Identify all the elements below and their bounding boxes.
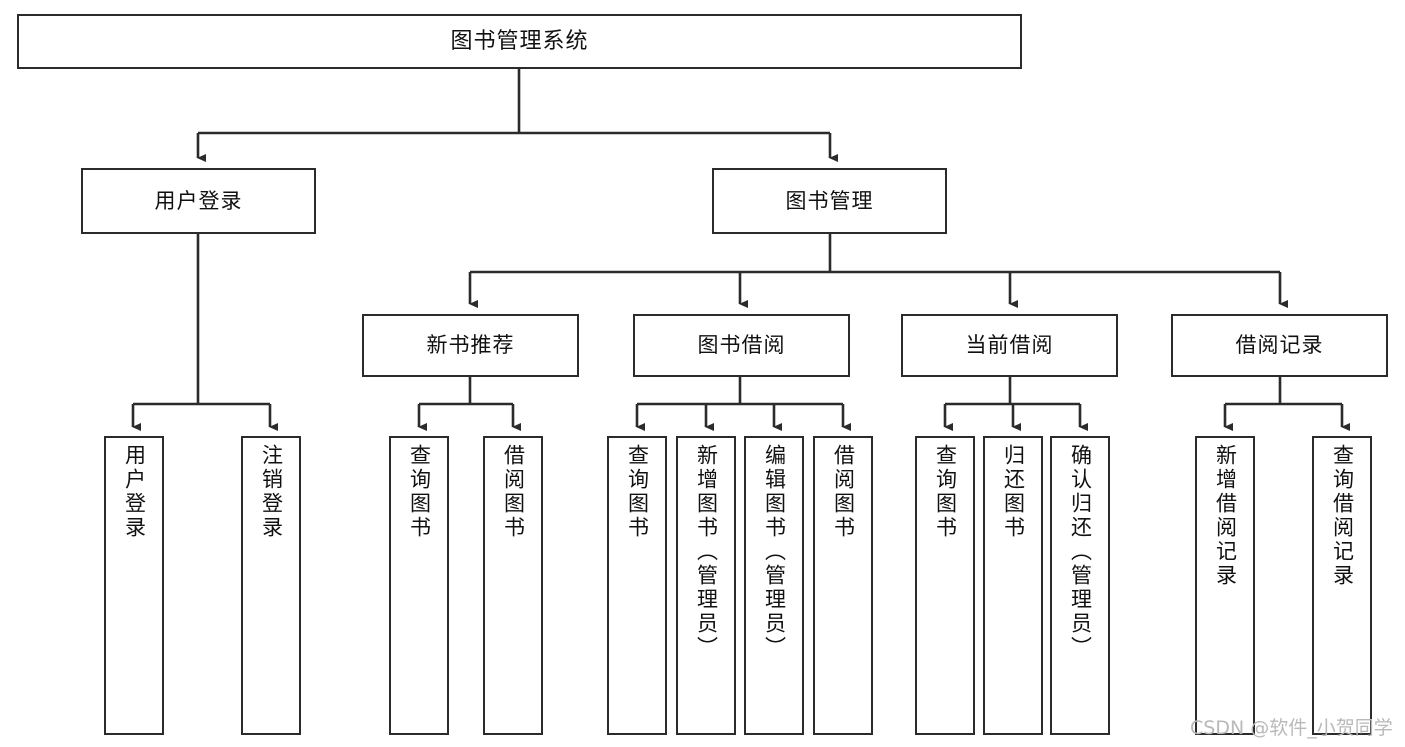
- node-user-login[interactable]: 用户登录: [81, 168, 316, 234]
- node-label: 图书管理系统: [450, 28, 589, 54]
- node-label: 查询图书: [407, 444, 432, 540]
- node-label: 借阅记录: [1235, 333, 1324, 358]
- csdn-watermark: CSDN @软件_小贺同学: [1190, 717, 1393, 739]
- leaf-current-borrow-confirm-return[interactable]: 确认归还（管理员）: [1050, 436, 1110, 735]
- node-label: 查询借阅记录: [1330, 444, 1355, 588]
- leaf-book-borrow-add-book[interactable]: 新增图书（管理员）: [676, 436, 736, 735]
- leaf-book-borrow-borrow-book[interactable]: 借阅图书: [813, 436, 873, 735]
- leaf-current-borrow-query-book[interactable]: 查询图书: [915, 436, 975, 735]
- node-book-management[interactable]: 图书管理: [712, 168, 947, 234]
- node-label: 确认归还（管理员）: [1068, 444, 1093, 660]
- node-borrow-record[interactable]: 借阅记录: [1171, 314, 1388, 377]
- node-label: 用户登录: [154, 188, 243, 213]
- node-new-book-recommend[interactable]: 新书推荐: [362, 314, 579, 377]
- node-label: 新书推荐: [426, 333, 515, 358]
- node-label: 借阅图书: [501, 444, 526, 540]
- leaf-user-login-signin[interactable]: 用户登录: [104, 436, 164, 735]
- node-label: 借阅图书: [831, 444, 856, 540]
- leaf-new-book-borrow-book[interactable]: 借阅图书: [483, 436, 543, 735]
- node-root-book-management-system[interactable]: 图书管理系统: [17, 14, 1022, 69]
- node-label: 新增图书（管理员）: [694, 444, 719, 660]
- leaf-book-borrow-query-book[interactable]: 查询图书: [607, 436, 667, 735]
- node-label: 新增借阅记录: [1213, 444, 1238, 588]
- node-label: 编辑图书（管理员）: [762, 444, 787, 660]
- node-label: 查询图书: [933, 444, 958, 540]
- leaf-new-book-query-book[interactable]: 查询图书: [389, 436, 449, 735]
- node-label: 用户登录: [122, 444, 147, 540]
- node-label: 归还图书: [1001, 444, 1026, 540]
- node-label: 注销登录: [259, 444, 284, 540]
- leaf-borrow-record-add-record[interactable]: 新增借阅记录: [1195, 436, 1255, 735]
- node-label: 查询图书: [625, 444, 650, 540]
- leaf-current-borrow-return-book[interactable]: 归还图书: [983, 436, 1043, 735]
- node-label: 图书管理: [785, 188, 874, 213]
- node-current-borrow[interactable]: 当前借阅: [901, 314, 1118, 377]
- leaf-borrow-record-query-record[interactable]: 查询借阅记录: [1312, 436, 1372, 735]
- node-label: 当前借阅: [965, 333, 1054, 358]
- node-book-borrow[interactable]: 图书借阅: [633, 314, 850, 377]
- leaf-book-borrow-edit-book[interactable]: 编辑图书（管理员）: [744, 436, 804, 735]
- node-label: 图书借阅: [697, 333, 786, 358]
- leaf-user-login-signout[interactable]: 注销登录: [241, 436, 301, 735]
